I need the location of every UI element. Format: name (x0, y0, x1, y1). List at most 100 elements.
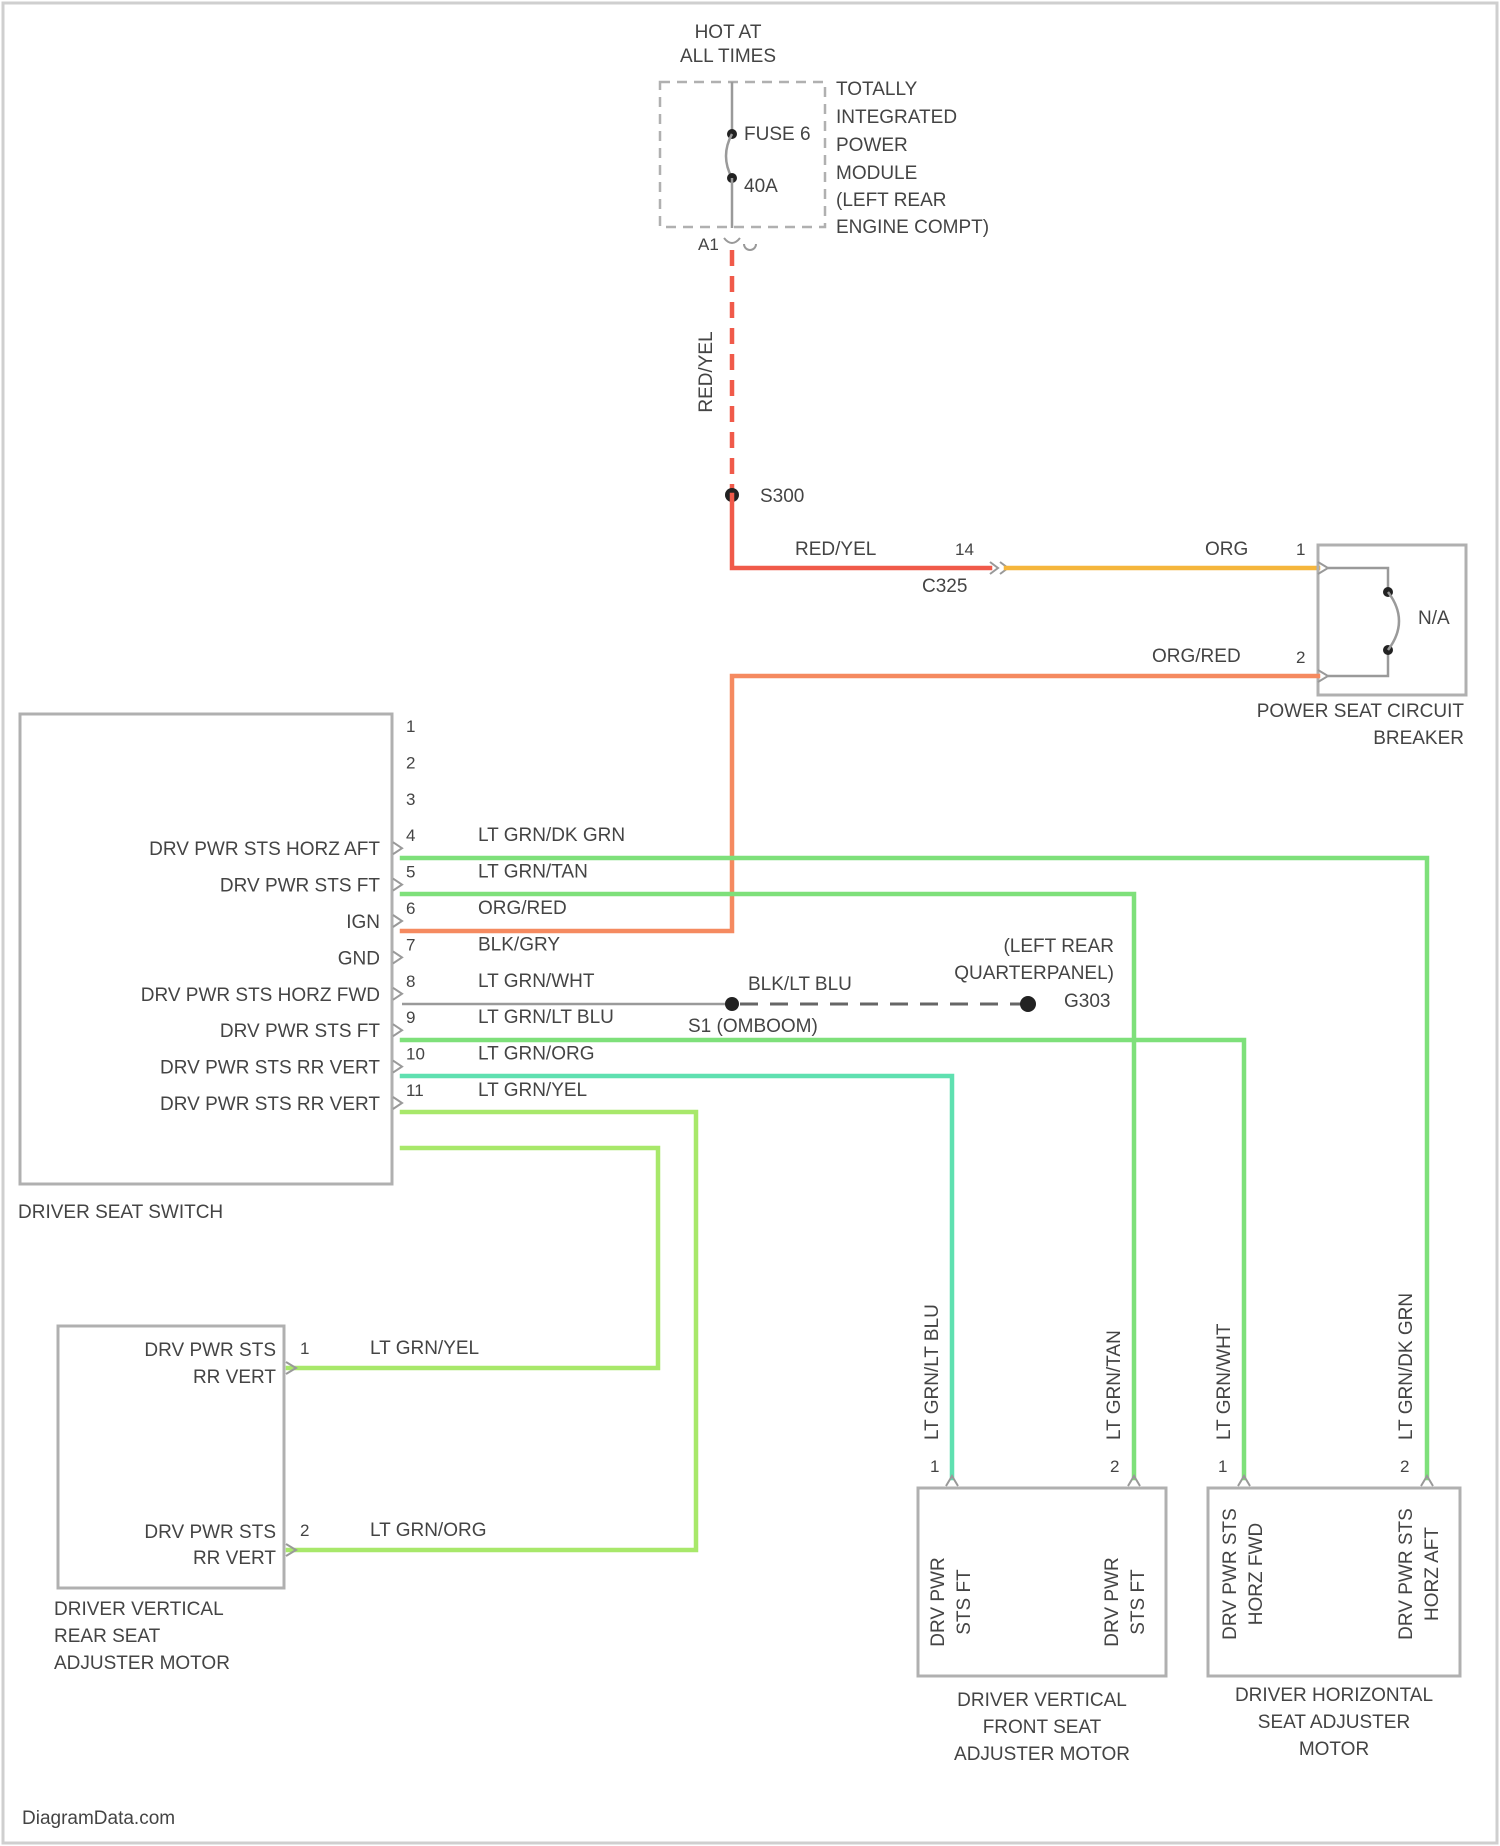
tipm-label-1: TOTALLY (836, 79, 918, 100)
front-motor-name-2: FRONT SEAT (983, 1717, 1102, 1738)
connector-c325: C325 (922, 576, 967, 597)
switch-pin-terminal (393, 1024, 402, 1036)
switch-wire-label: LT GRN/LT BLU (478, 1007, 614, 1028)
wire-lt-grn-lt-blu (402, 1076, 952, 1478)
fuse-connector-icon (724, 238, 756, 250)
horz-motor-terminal-2 (1421, 1476, 1433, 1486)
switch-wire-label: LT GRN/YEL (478, 1080, 587, 1101)
front-motor-pin1-label-1: DRV PWR (928, 1557, 949, 1646)
switch-pin-number: 6 (406, 899, 415, 918)
switch-wire-label: LT GRN/DK GRN (478, 825, 625, 846)
wire-label-red-yel: RED/YEL (795, 539, 876, 560)
hot-at-all-times-line1: HOT AT (695, 22, 762, 43)
ground-location-2: QUARTERPANEL) (954, 963, 1114, 984)
horz-motor-name-2: SEAT ADJUSTER (1258, 1712, 1410, 1733)
ground-location-1: (LEFT REAR (1003, 936, 1114, 957)
driver-seat-switch-name: DRIVER SEAT SWITCH (18, 1202, 223, 1223)
switch-pin-number: 5 (406, 863, 415, 882)
rear-motor-pin-2: 2 (300, 1521, 309, 1540)
pin-14: 14 (955, 540, 974, 559)
tipm-box (660, 82, 825, 227)
front-motor-pin-2: 2 (1110, 1457, 1119, 1476)
switch-pin-number: 7 (406, 935, 415, 954)
wire-label-red-yel-vertical: RED/YEL (696, 331, 717, 412)
splice-s300-label: S300 (760, 486, 804, 507)
horz-motor-name-3: MOTOR (1299, 1739, 1369, 1760)
rear-motor-name-1: DRIVER VERTICAL (54, 1599, 224, 1620)
tipm-label-2: INTEGRATED (836, 107, 957, 128)
front-motor-pin2-label-2: STS FT (1128, 1569, 1149, 1635)
switch-pin-label: GND (338, 948, 380, 969)
switch-pin-terminal (393, 842, 402, 854)
switch-pin-label: DRV PWR STS FT (220, 876, 380, 897)
switch-pin-terminal (393, 915, 402, 927)
rear-motor-wire-label-1: LT GRN/YEL (370, 1338, 479, 1359)
horz-motor-pin1-label-1: DRV PWR STS (1220, 1508, 1241, 1640)
ground-g303-label: G303 (1064, 991, 1110, 1012)
switch-pin-label: DRV PWR STS FT (220, 1021, 380, 1042)
switch-pin-label: DRV PWR STS HORZ FWD (141, 985, 380, 1006)
switch-pin-row-1: 1 (406, 717, 415, 736)
ground-g303-icon (1020, 996, 1036, 1012)
switch-pin-number: 10 (406, 1045, 425, 1064)
switch-pin-row-6: 6IGNORG/RED (346, 898, 566, 933)
switch-wire-label: LT GRN/TAN (478, 862, 588, 883)
fuse-cavity: A1 (698, 235, 719, 254)
breaker-rating: N/A (1418, 608, 1450, 629)
tipm-label-5: (LEFT REAR (836, 190, 947, 211)
front-motor-name-3: ADJUSTER MOTOR (954, 1744, 1130, 1765)
breaker-icon (1388, 592, 1399, 650)
switch-pin-terminal (393, 951, 402, 963)
wire-lt-grn-org (288, 1112, 696, 1550)
switch-pin-terminal (393, 1097, 402, 1109)
switch-pin-terminal (393, 988, 402, 1000)
wire-label-org-red-top: ORG/RED (1152, 646, 1241, 667)
front-motor-wire-label-2: LT GRN/TAN (1104, 1330, 1125, 1440)
switch-pin-number: 2 (406, 753, 415, 772)
switch-pin-number: 9 (406, 1008, 415, 1027)
rear-motor-pin-1: 1 (300, 1339, 309, 1358)
wire-label-org: ORG (1205, 539, 1248, 560)
splice-s1-label: S1 (OMBOOM) (688, 1016, 818, 1037)
rear-motor-pin2-label-1: DRV PWR STS (144, 1522, 276, 1543)
switch-pin-number: 4 (406, 826, 415, 845)
horz-motor-name-1: DRIVER HORIZONTAL (1235, 1685, 1433, 1706)
horz-motor-pin2-label-1: DRV PWR STS (1396, 1508, 1417, 1640)
rear-motor-wire-label-2: LT GRN/ORG (370, 1520, 486, 1541)
rear-motor-name-3: ADJUSTER MOTOR (54, 1653, 230, 1674)
tipm-label-6: ENGINE COMPT) (836, 217, 989, 238)
fuse-label: FUSE 6 (744, 124, 811, 145)
switch-pin-row-10: 10DRV PWR STS RR VERTLT GRN/ORG (160, 1044, 594, 1079)
fuse-icon (726, 134, 732, 178)
switch-wire-label: LT GRN/ORG (478, 1044, 594, 1065)
rear-motor-pin1-label-1: DRV PWR STS (144, 1340, 276, 1361)
horz-motor-wire-label-1: LT GRN/WHT (1214, 1323, 1235, 1440)
breaker-pin-2: 2 (1296, 648, 1305, 667)
switch-pin-row-3: 3 (406, 790, 415, 809)
switch-pin-number: 3 (406, 790, 415, 809)
rear-motor-pin1-label-2: RR VERT (193, 1367, 276, 1388)
breaker-pin-1: 1 (1296, 540, 1305, 559)
splice-s1 (725, 997, 739, 1011)
switch-pin-row-5: 5DRV PWR STS FT LT GRN/TAN (220, 862, 588, 897)
switch-pin-row-2: 2 (406, 753, 415, 772)
fuse-rating: 40A (744, 176, 778, 197)
front-motor-pin1-label-2: STS FT (954, 1569, 975, 1635)
horz-motor-pin1-label-2: HORZ FWD (1246, 1523, 1267, 1625)
switch-wire-label: ORG/RED (478, 898, 567, 919)
wire-lt-grn-yel (288, 1148, 658, 1368)
watermark: DiagramData.com (22, 1808, 175, 1829)
switch-wire-label: LT GRN/WHT (478, 971, 595, 992)
front-motor-terminal-2 (1128, 1476, 1140, 1486)
front-motor-pin2-label-1: DRV PWR (1102, 1557, 1123, 1646)
front-motor-terminal-1 (946, 1476, 958, 1486)
rear-motor-name-2: REAR SEAT (54, 1626, 161, 1647)
breaker-name-2: BREAKER (1373, 728, 1464, 749)
horz-motor-pin-2: 2 (1400, 1457, 1409, 1476)
switch-pin-number: 8 (406, 972, 415, 991)
